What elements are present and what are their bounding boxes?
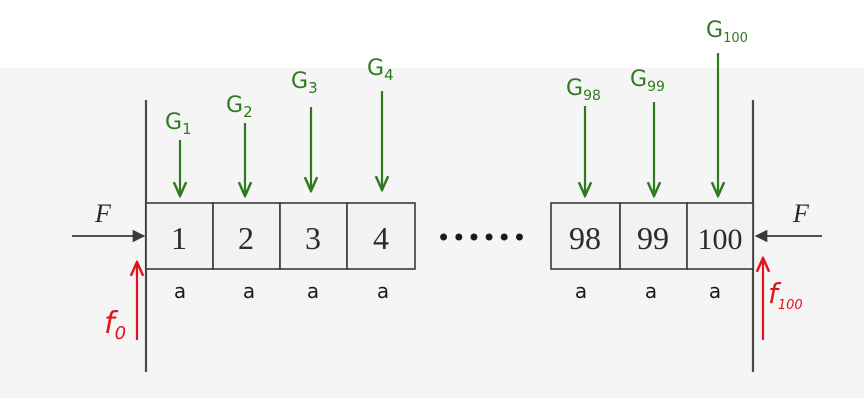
weight-label-1: G1 <box>165 110 192 138</box>
weight-arrows <box>180 53 718 196</box>
block-label-100: 100 <box>698 223 743 256</box>
weight-label-100: G100 <box>706 18 748 46</box>
weight-label-2: G2 <box>226 93 253 121</box>
mass-label-4: a <box>377 279 389 303</box>
ellipsis-dots: •••••• <box>437 224 528 252</box>
force-label-right: F <box>792 199 810 228</box>
mass-label-2: a <box>243 279 255 303</box>
block-group-left <box>145 202 416 270</box>
mass-label-3: a <box>307 279 319 303</box>
block-label-4: 4 <box>373 220 389 256</box>
weight-label-3: G3 <box>291 69 318 97</box>
weight-label-98: G98 <box>566 76 601 104</box>
block-label-99: 99 <box>637 220 669 256</box>
weight-label-99: G99 <box>630 67 665 95</box>
block-98 <box>550 202 621 270</box>
block-3 <box>279 202 348 270</box>
block-label-98: 98 <box>569 220 601 256</box>
block-2 <box>212 202 281 270</box>
block-label-1: 1 <box>171 220 187 256</box>
block-100 <box>686 202 754 270</box>
mass-label-100: a <box>709 279 721 303</box>
block-label-3: 3 <box>305 220 321 256</box>
mass-label-99: a <box>645 279 657 303</box>
mass-label-1: a <box>174 279 186 303</box>
mass-label-98: a <box>575 279 587 303</box>
block-group-right <box>550 202 754 270</box>
block-1 <box>145 202 214 270</box>
weight-label-4: G4 <box>367 56 394 84</box>
block-4 <box>346 202 416 270</box>
block-label-2: 2 <box>238 220 254 256</box>
force-label-left: F <box>94 199 112 228</box>
